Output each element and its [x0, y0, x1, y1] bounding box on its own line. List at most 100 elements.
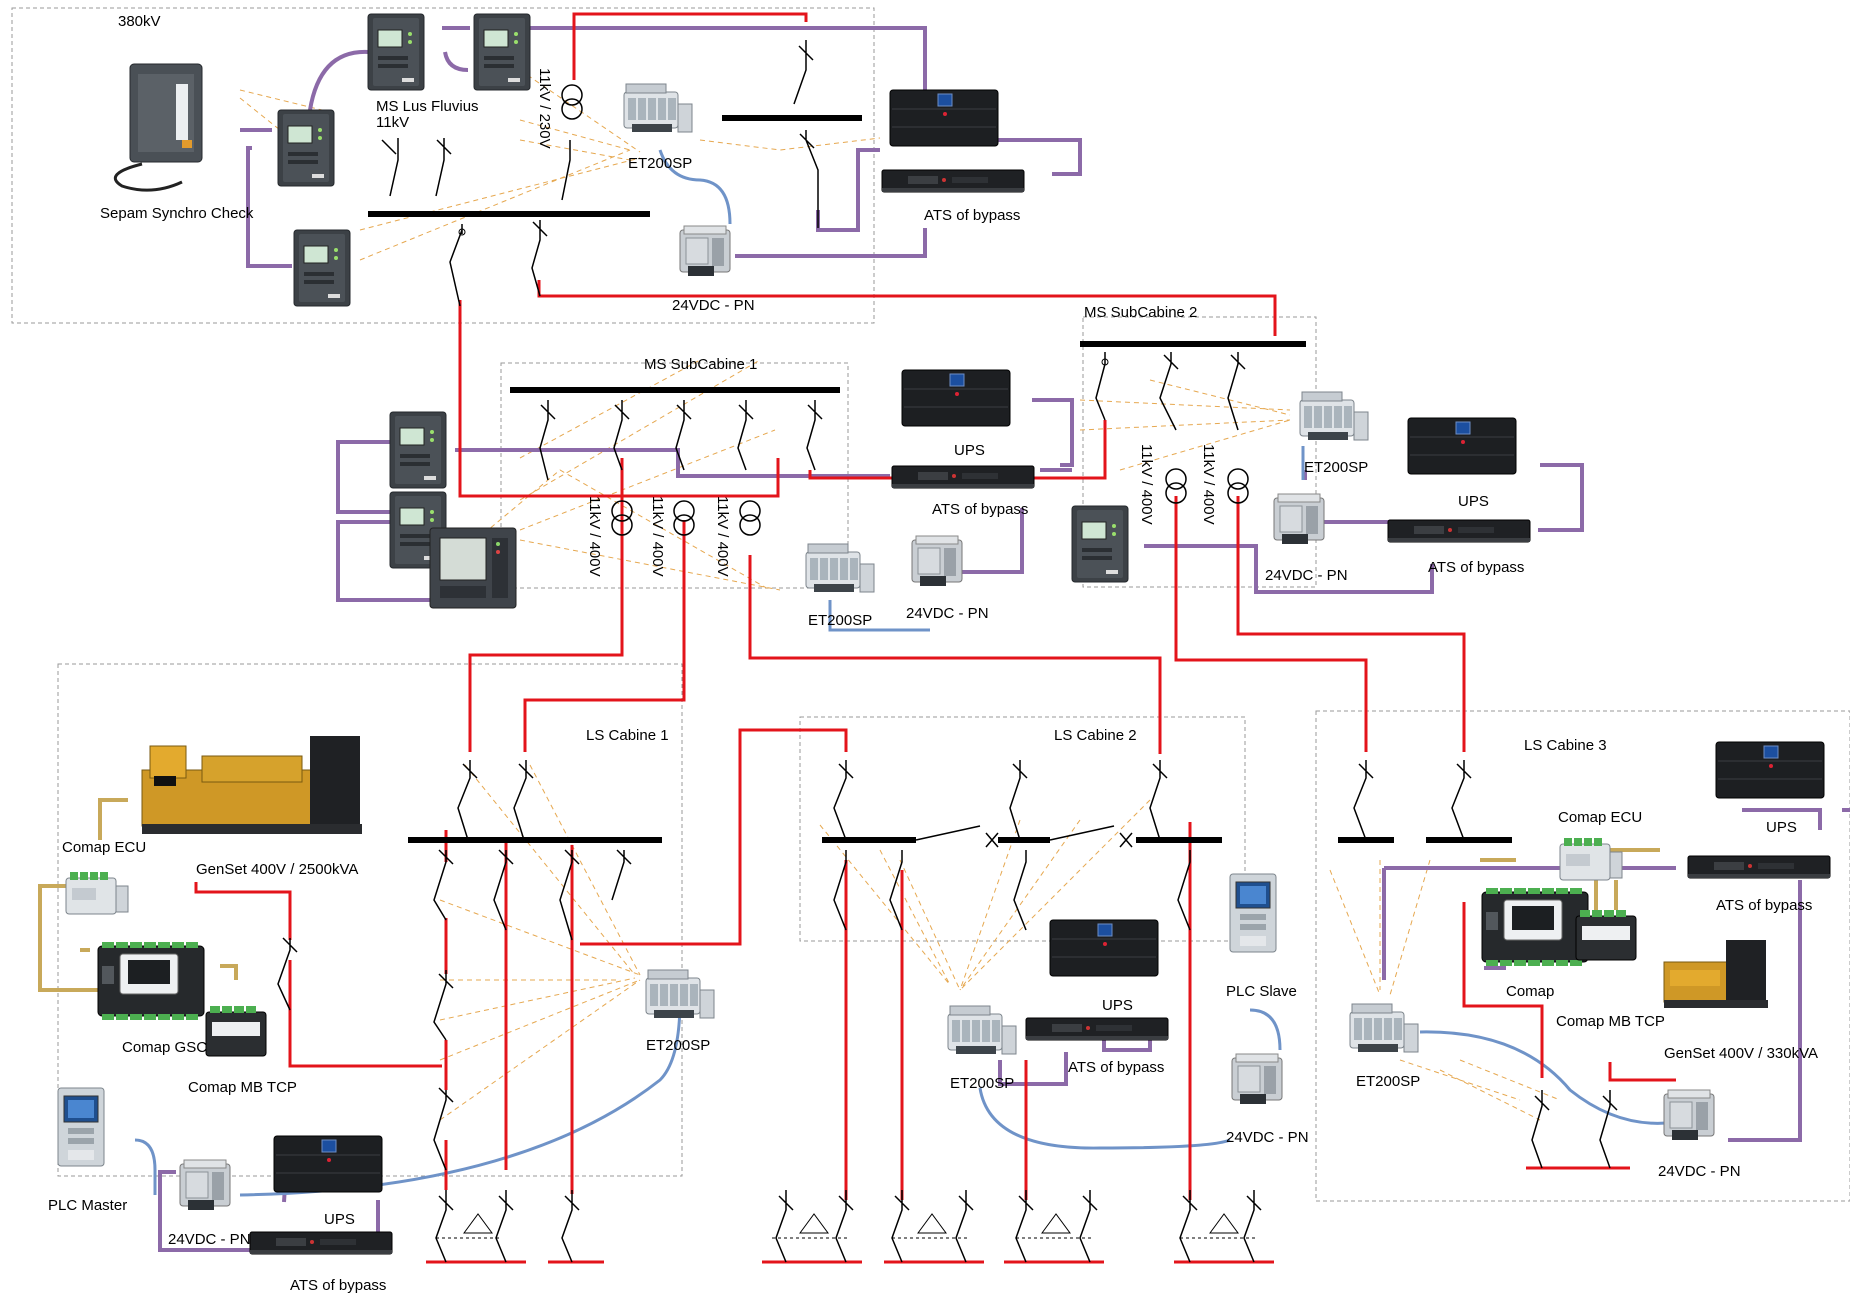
et200sp-icon	[1299, 391, 1369, 441]
label-ms-subcabine-2: MS SubCabine 2	[1084, 304, 1197, 321]
label-et200sp: ET200SP	[1356, 1073, 1420, 1090]
label-comap-mb-tcp: Comap MB TCP	[1556, 1013, 1665, 1030]
label-ups: UPS	[324, 1211, 355, 1228]
ats-icon	[1687, 855, 1831, 879]
labels: 380kV Sepam Synchro Check MS Lus Fluvius…	[48, 13, 1818, 1294]
comap-mb-tcp-icon	[1575, 909, 1637, 961]
label-ups: UPS	[954, 442, 985, 459]
psu-icon	[911, 535, 963, 587]
label-et200sp: ET200SP	[628, 155, 692, 172]
label-ats: ATS of bypass	[924, 207, 1020, 224]
switches	[277, 40, 1618, 1263]
devices	[57, 13, 1831, 1255]
psu-icon	[679, 225, 731, 277]
label-genset-330: GenSet 400V / 330kVA	[1664, 1045, 1818, 1062]
label-comap-gsc: Comap GSC	[122, 1039, 207, 1056]
genset-large-icon	[141, 735, 363, 835]
cabinet-frames	[11, 7, 1850, 1202]
label-comap-mb-tcp: Comap MB TCP	[188, 1079, 297, 1096]
genset-small-icon	[1663, 939, 1769, 1009]
label-ups: UPS	[1102, 997, 1133, 1014]
psu-icon	[1273, 493, 1325, 545]
label-24vdc: 24VDC - PN	[1658, 1163, 1741, 1180]
label-tr-11kv-400v: 11kV / 400V	[1138, 444, 1155, 525]
psu-icon	[1663, 1089, 1715, 1141]
label-et200sp: ET200SP	[1304, 459, 1368, 476]
label-comap-ecu: Comap ECU	[62, 839, 146, 856]
label-ls-cabine-2: LS Cabine 2	[1054, 727, 1137, 744]
ups-icon	[1049, 919, 1159, 977]
ats-icon	[891, 465, 1035, 489]
comap-gsc-icon	[97, 941, 205, 1021]
label-et200sp: ET200SP	[646, 1037, 710, 1054]
label-comap-ecu: Comap ECU	[1558, 809, 1642, 826]
comap-mb-tcp-icon	[205, 1005, 267, 1057]
plc-slave-icon	[1229, 873, 1277, 953]
ats-icon	[249, 1231, 393, 1255]
label-ats: ATS of bypass	[1716, 897, 1812, 914]
label-24vdc: 24VDC - PN	[1226, 1129, 1309, 1146]
label-ats: ATS of bypass	[1428, 559, 1524, 576]
label-380kv: 380kV	[118, 13, 161, 30]
ups-icon	[273, 1135, 383, 1193]
ups-icon	[1715, 741, 1825, 799]
et200sp-icon	[623, 83, 693, 133]
ats-icon	[1025, 1017, 1169, 1041]
relay-icon	[293, 229, 351, 307]
label-ups: UPS	[1766, 819, 1797, 836]
et200sp-icon	[1349, 1003, 1419, 1053]
psu-icon	[179, 1159, 231, 1211]
label-et200sp: ET200SP	[808, 612, 872, 629]
busbars	[368, 115, 1512, 843]
label-24vdc: 24VDC - PN	[672, 297, 755, 314]
power-lines	[194, 12, 1676, 1264]
sepam-synchro-check-device	[113, 62, 204, 192]
comap-icon	[1481, 887, 1589, 967]
signal-lines	[239, 69, 1561, 1121]
plc-master-icon	[57, 1087, 105, 1167]
label-ms-fluvius-kv: 11kV	[376, 114, 409, 131]
label-genset-2500: GenSet 400V / 2500kVA	[196, 861, 358, 878]
label-ms-fluvius: MS Lus Fluvius	[376, 98, 479, 115]
label-et200sp: ET200SP	[950, 1075, 1014, 1092]
comap-wiring	[38, 798, 1660, 992]
load-symbols	[436, 228, 1256, 1239]
relay-icon	[277, 109, 335, 187]
et200sp-icon	[805, 543, 875, 593]
label-tr-11kv-400v: 11kV / 400V	[714, 496, 731, 577]
label-ats: ATS of bypass	[1068, 1059, 1164, 1076]
label-ls-cabine-3: LS Cabine 3	[1524, 737, 1607, 754]
ups-icon	[1407, 417, 1517, 475]
label-24vdc: 24VDC - PN	[1265, 567, 1348, 584]
label-ats: ATS of bypass	[932, 501, 1028, 518]
relay-icon	[367, 13, 425, 91]
label-plc-master: PLC Master	[48, 1197, 127, 1214]
comm-lines	[134, 149, 1677, 1197]
et200sp-icon	[645, 969, 715, 1019]
label-plc-slave: PLC Slave	[1226, 983, 1297, 1000]
label-24vdc: 24VDC - PN	[906, 605, 989, 622]
relay-icon	[1071, 505, 1129, 583]
label-ats: ATS of bypass	[290, 1277, 386, 1294]
label-ms-subcabine-1: MS SubCabine 1	[644, 356, 757, 373]
ats-icon	[1387, 519, 1531, 543]
psu-icon	[1231, 1053, 1283, 1105]
label-tr-11kv-230v: 11kV / 230V	[536, 68, 553, 149]
et200sp-icon	[947, 1005, 1017, 1055]
label-24vdc: 24VDC - PN	[168, 1231, 251, 1248]
ups-icon	[901, 369, 1011, 427]
ats-icon	[881, 169, 1025, 193]
relay-icon	[389, 411, 447, 489]
ups-icon	[889, 89, 999, 147]
label-ls-cabine-1: LS Cabine 1	[586, 727, 669, 744]
comap-ecu-icon	[65, 871, 129, 915]
sepam-controller-icon	[429, 527, 517, 609]
label-tr-11kv-400v: 11kV / 400V	[649, 496, 666, 577]
label-tr-11kv-400v: 11kV / 400V	[1200, 444, 1217, 525]
label-ups: UPS	[1458, 493, 1489, 510]
comap-ecu-icon	[1559, 837, 1623, 881]
label-tr-11kv-400v: 11kV / 400V	[586, 496, 603, 577]
label-comap: Comap	[1506, 983, 1554, 1000]
